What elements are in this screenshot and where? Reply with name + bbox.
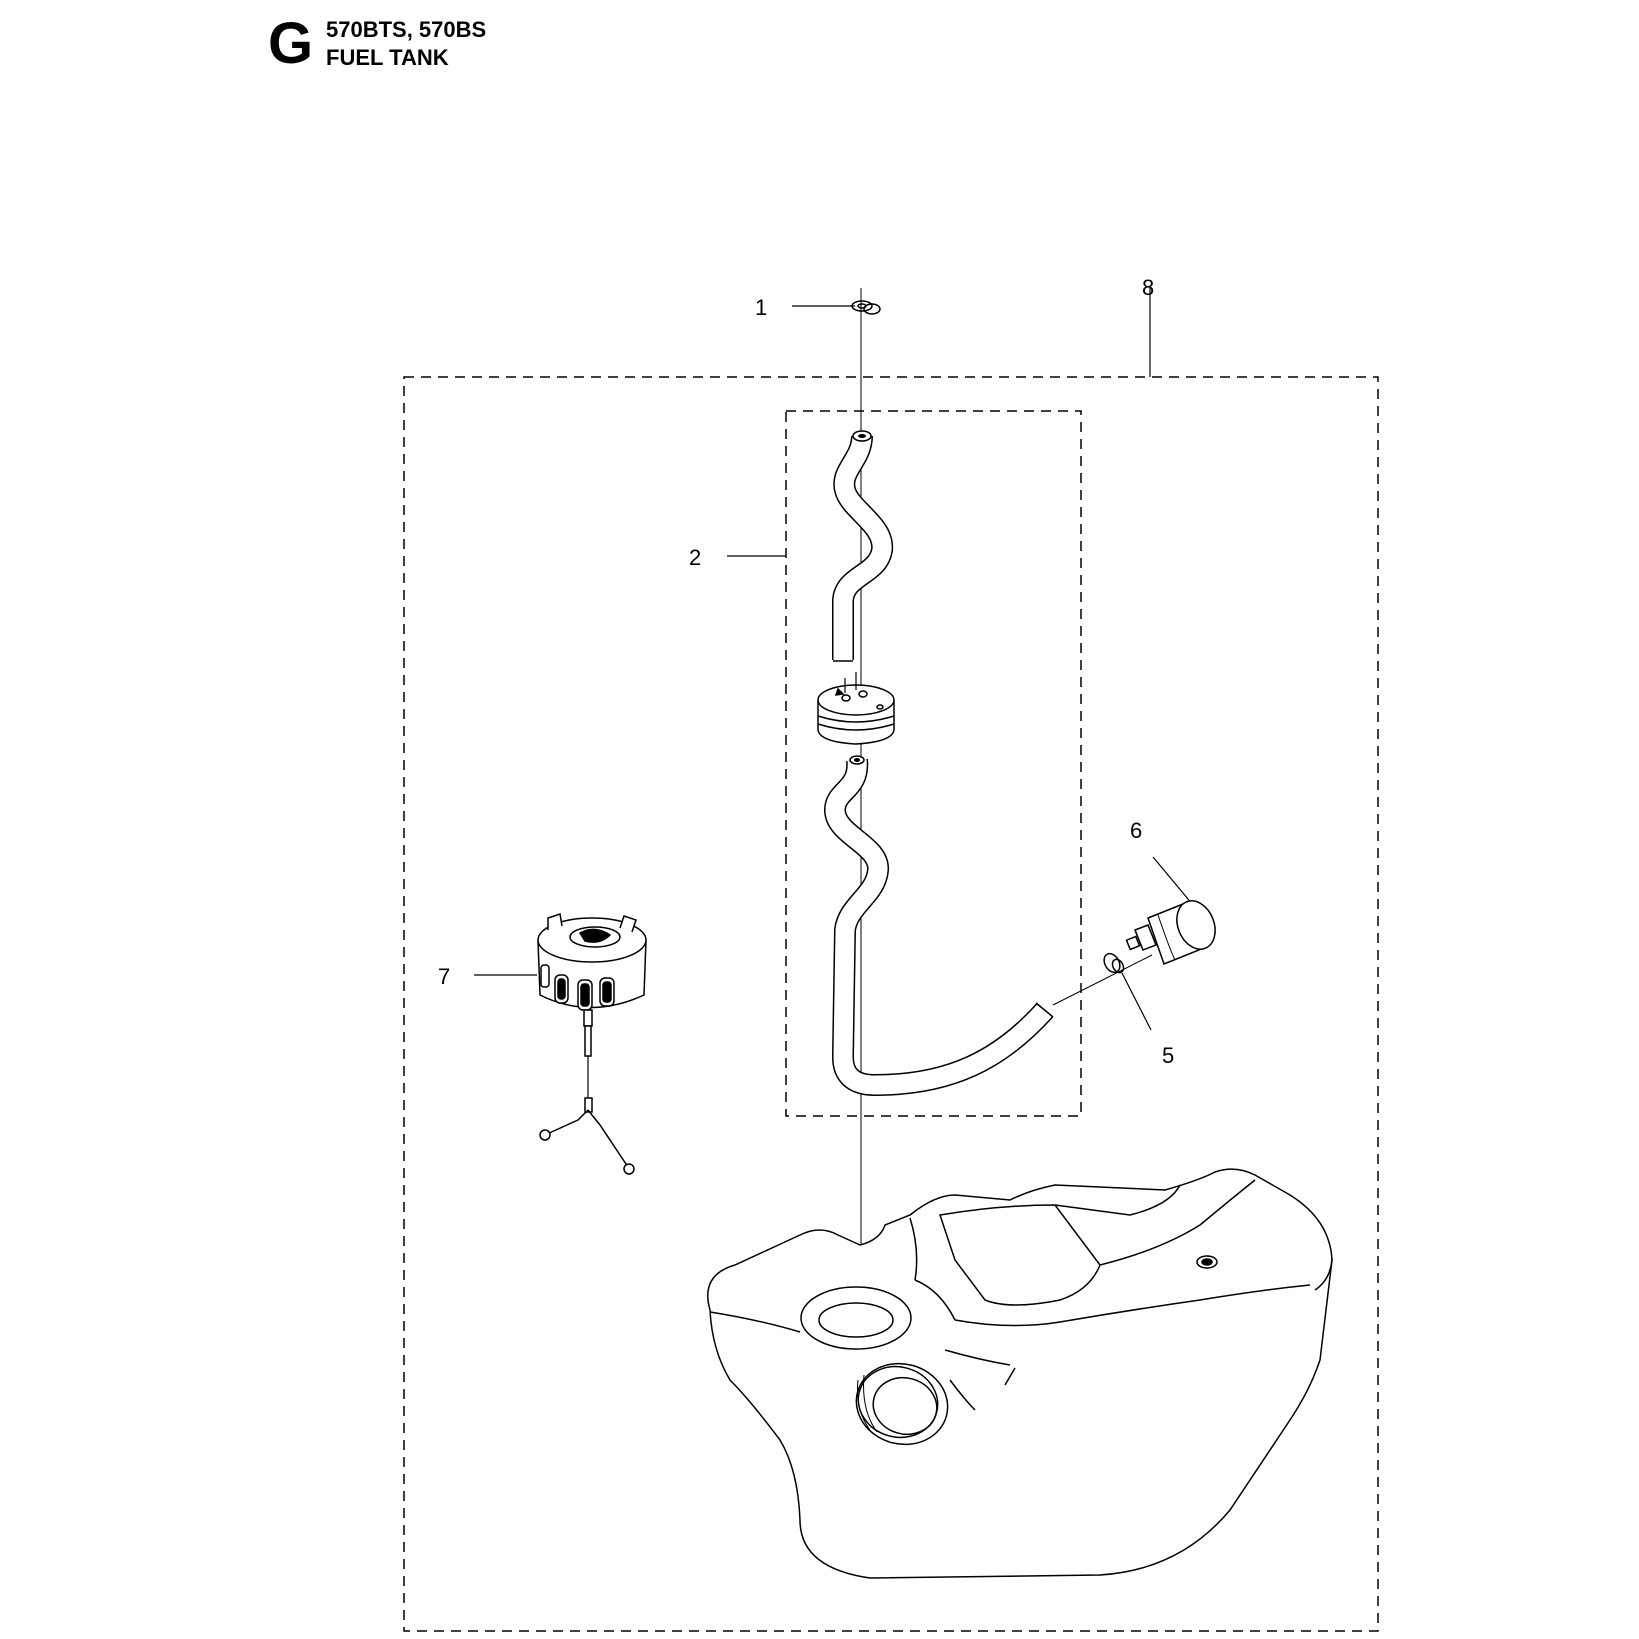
fuel-hose-kit-boundary-box [785,410,1082,1117]
callout-numbers: 1 2 8 6 7 5 [438,275,1174,1068]
tank-grommet [817,672,895,745]
model-names: 570BTS, 570BS [326,17,487,42]
callout-2: 2 [689,545,701,570]
callout-8: 8 [1142,275,1154,300]
callout-7: 7 [438,964,450,989]
hose-clamp-part-5 [1103,952,1125,974]
clip-part-1 [851,300,881,315]
fuel-filter-part-6 [1125,900,1216,965]
assembly-boundary-box [403,376,1379,1632]
fuel-cap-part-7 [537,913,647,1175]
callout-6: 6 [1130,818,1142,843]
upper-hose [832,430,894,662]
filter-connection-line [1052,954,1153,1006]
callout-5: 5 [1162,1043,1174,1068]
section-title: FUEL TANK [326,45,449,70]
callout-1: 1 [755,295,767,320]
fuel-tank [707,1168,1333,1579]
section-letter: G [268,11,314,76]
fuel-hose [823,755,1054,1097]
leader-lines [474,287,1199,1031]
header-text: 570BTS, 570BS FUEL TANK [326,16,686,72]
